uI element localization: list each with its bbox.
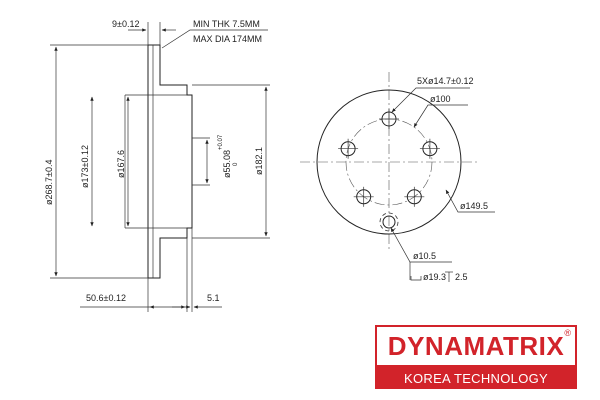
outer-diameter-label: ø268.7±0.4 (44, 160, 54, 205)
max-diameter-note: MAX DIA 174MM (193, 34, 262, 44)
brand-tagline: KOREA TECHNOLOGY (404, 370, 548, 386)
counterbore-label: ø19.3 (423, 272, 446, 282)
min-thickness-note: MIN THK 7.5MM (193, 19, 260, 29)
inner-diameter-label: ø167.6 (116, 150, 126, 178)
counterbore-symbol (410, 276, 422, 281)
holes-callout-label: 5Xø14.7±0.12 (417, 76, 473, 86)
pcd-leader (413, 104, 468, 128)
thickness-dim-label: 9±0.12 (112, 19, 139, 29)
counterbore-depth-label: 2.5 (455, 272, 468, 282)
pilot-diameter-label: ø182.1 (254, 147, 264, 175)
offset-dim-label: 5.1 (207, 293, 220, 303)
bolt-holes (338, 109, 440, 207)
front-view: 5Xø14.7±0.12 ø100 ø149.5 ø10.5 ø19.3 2.5 (300, 72, 495, 282)
registered-mark: ® (564, 328, 571, 338)
pcd-label: ø100 (430, 94, 451, 104)
logo-tagline-bar: KOREA TECHNOLOGY (375, 367, 577, 389)
brand-name: DYNAMATRIX (387, 330, 565, 361)
bore-tolerance-upper: +0.07 (218, 134, 224, 150)
hub-diameter-label: ø173±0.12 (80, 145, 90, 188)
bore-tolerance-lower: 0 (233, 162, 239, 166)
small-hole (382, 215, 396, 229)
small-hole-label: ø10.5 (413, 251, 436, 261)
counterbore-circle (379, 212, 399, 232)
side-view: 9±0.12 MIN THK 7.5MM MAX DIA 174MM ø268.… (44, 19, 270, 312)
logo-name-box: DYNAMATRIX ® (375, 325, 577, 367)
height-dim-label: 50.6±0.12 (86, 293, 126, 303)
holes-leader (391, 87, 470, 113)
thk-note-leader (161, 29, 268, 49)
disc-profile (147, 44, 193, 279)
bore-diameter-label: ø55.08 (222, 150, 232, 178)
brand-logo: DYNAMATRIX ® KOREA TECHNOLOGY (375, 325, 577, 390)
hub-circle (316, 89, 462, 235)
hub-circle-label: ø149.5 (460, 201, 488, 211)
hub-circle-leader (445, 189, 495, 213)
